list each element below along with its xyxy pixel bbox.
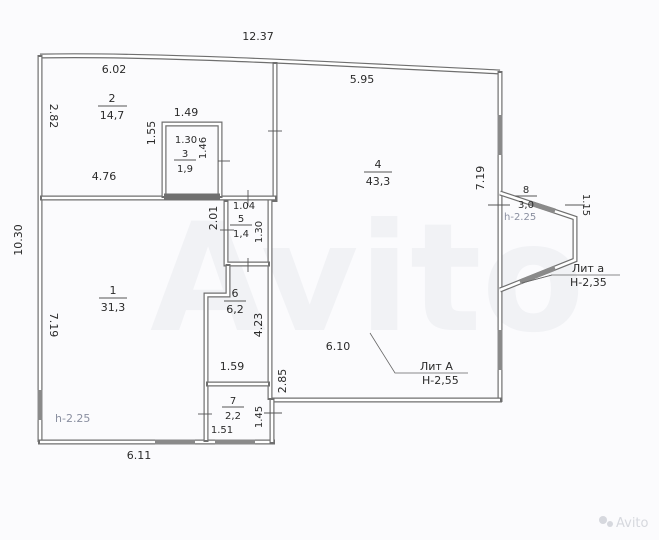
svg-text:2.85: 2.85 (276, 369, 289, 394)
svg-text:10.30: 10.30 (12, 224, 25, 256)
svg-text:7.19: 7.19 (47, 313, 60, 338)
svg-text:6.10: 6.10 (326, 340, 351, 353)
svg-text:3,0: 3,0 (518, 200, 534, 211)
svg-text:3: 3 (182, 149, 188, 160)
svg-text:1.15: 1.15 (580, 194, 591, 216)
room-6: 6 6,2 (224, 287, 246, 316)
svg-text:2: 2 (109, 92, 116, 105)
lit-a-lower-annotation: Лит а Н-2,35 (521, 262, 620, 289)
svg-text:2.82: 2.82 (47, 104, 60, 129)
svg-text:12.37: 12.37 (242, 30, 274, 43)
room-8-balcony: 8 3,0 h-2.25 (504, 185, 537, 223)
svg-text:6: 6 (232, 287, 239, 300)
room-4: 4 43,3 (364, 158, 392, 188)
svg-text:Avito: Avito (616, 516, 649, 531)
svg-text:2,2: 2,2 (225, 411, 241, 422)
svg-text:6,2: 6,2 (226, 303, 244, 316)
svg-text:1.51: 1.51 (211, 425, 233, 436)
svg-text:1,9: 1,9 (177, 164, 193, 175)
svg-text:Н-2,55: Н-2,55 (422, 374, 459, 387)
svg-text:Лит А: Лит А (420, 360, 453, 373)
svg-text:1.45: 1.45 (254, 406, 265, 428)
avito-corner-logo: Avito (599, 516, 649, 531)
lit-a-upper-annotation: Лит А Н-2,55 (369, 332, 468, 387)
svg-text:14,7: 14,7 (100, 109, 125, 122)
svg-text:6.02: 6.02 (102, 63, 127, 76)
svg-text:1: 1 (110, 284, 117, 297)
svg-text:Лит а: Лит а (572, 262, 604, 275)
svg-text:7.19: 7.19 (474, 166, 487, 191)
svg-text:31,3: 31,3 (101, 301, 126, 314)
room-5: 5 1,4 (230, 214, 252, 240)
svg-text:7: 7 (230, 396, 236, 407)
svg-text:1.46: 1.46 (198, 137, 209, 159)
room-3: 3 1,9 (174, 149, 196, 175)
svg-text:4.76: 4.76 (92, 170, 117, 183)
svg-text:Н-2,35: Н-2,35 (570, 276, 607, 289)
svg-text:5: 5 (238, 214, 244, 225)
svg-text:1.59: 1.59 (220, 360, 245, 373)
svg-text:1,4: 1,4 (233, 229, 249, 240)
svg-text:1.49: 1.49 (174, 106, 199, 119)
room-1: 1 31,3 (99, 284, 127, 314)
room1-height: h-2.25 (55, 412, 90, 425)
windows (37, 115, 556, 445)
room-2: 2 14,7 (98, 92, 127, 122)
svg-text:1.30: 1.30 (254, 221, 265, 243)
dimensions: 12.37 10.30 6.02 2.82 1.49 1.30 1.55 1.4… (12, 30, 591, 462)
svg-text:1.04: 1.04 (233, 201, 255, 212)
door-markers (198, 130, 585, 415)
svg-text:43,3: 43,3 (366, 175, 391, 188)
svg-text:h-2.25: h-2.25 (504, 212, 536, 223)
svg-text:1.30: 1.30 (175, 135, 197, 146)
svg-text:5.95: 5.95 (350, 73, 375, 86)
avito-watermark: Avito (150, 192, 585, 366)
svg-text:2.01: 2.01 (207, 206, 220, 231)
svg-text:6.11: 6.11 (127, 449, 152, 462)
svg-text:4: 4 (375, 158, 382, 171)
room-7: 7 2,2 (222, 396, 244, 422)
svg-text:1.55: 1.55 (145, 121, 158, 146)
svg-text:8: 8 (523, 185, 529, 196)
svg-text:Avito: Avito (150, 192, 585, 366)
svg-text:4.23: 4.23 (252, 313, 265, 338)
